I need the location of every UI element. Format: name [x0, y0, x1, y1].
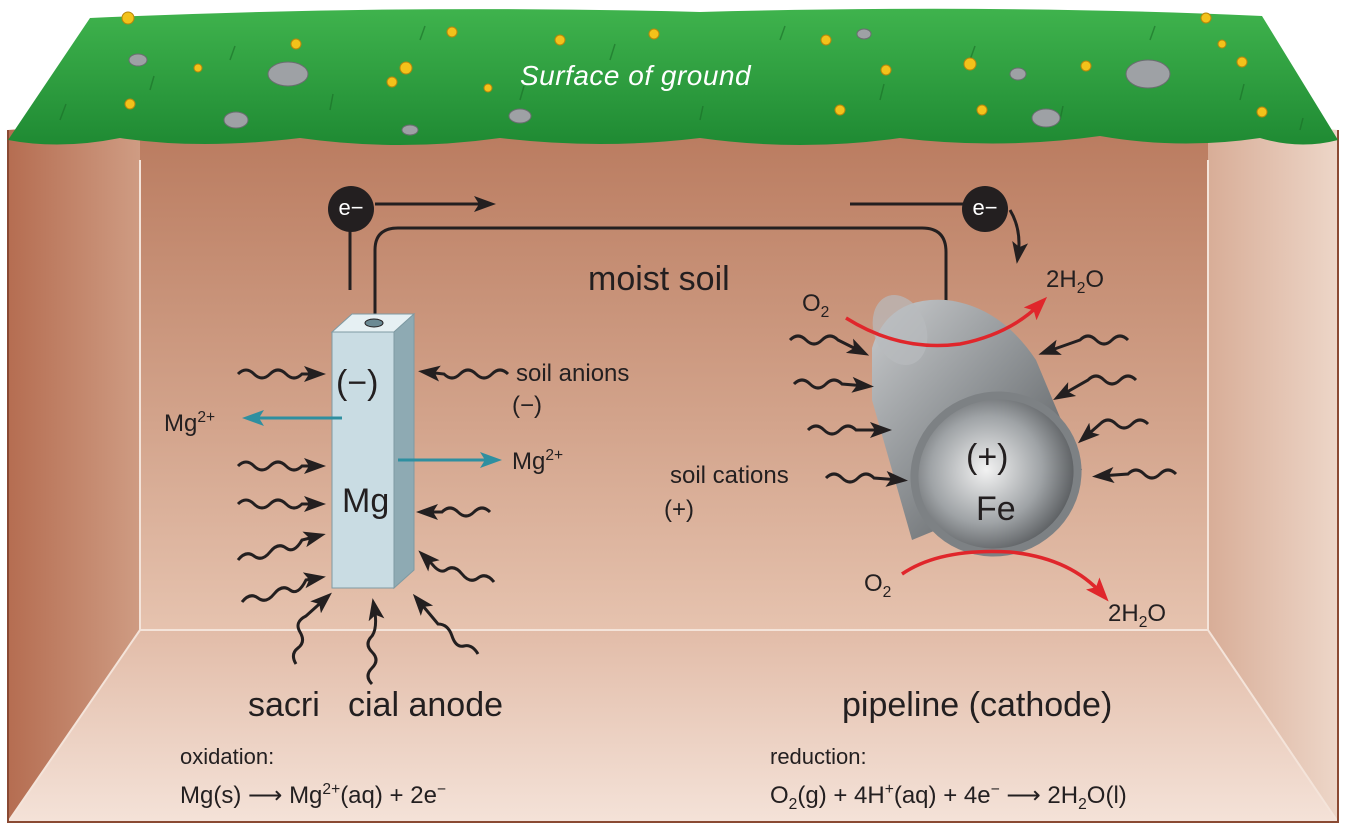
anode-metal-label: Mg — [342, 482, 390, 520]
iron-pipeline — [872, 295, 1082, 557]
electron-flow-arrow-down — [1008, 209, 1029, 264]
flowers — [121, 11, 1268, 118]
soil-outline — [7, 130, 1339, 823]
soil-cations-label: soil cations — [670, 462, 789, 489]
electron-badge-cathode: e− — [962, 186, 1008, 232]
cation-arrows-cathode — [788, 334, 1178, 487]
reduction-equation: O2(g) + 4H+(aq) + 4e− ⟶ 2H2O(l) — [770, 781, 1127, 813]
electron-badge-anode: e− — [328, 186, 374, 232]
rocks — [128, 28, 1171, 136]
reduction-arrow-bottom — [901, 549, 1109, 602]
oxidation-equation: Mg(s) ⟶ Mg2+(aq) + 2e− — [180, 781, 447, 809]
soil-cations-charge-label: (+) — [664, 496, 694, 523]
sacrificial-anode-label-part2: cial anode — [348, 686, 504, 724]
reduction-arrow-top — [845, 296, 1048, 348]
floor-edge-left — [7, 629, 141, 823]
anode-charge-label: (−) — [336, 364, 379, 402]
soil-right-wall — [1208, 120, 1338, 822]
sacrificial-anode-label-part1: sacri — [248, 686, 320, 724]
connecting-wire — [373, 226, 948, 336]
soil-anions-label: soil anions — [516, 360, 630, 387]
surface-of-ground-label: Surface of ground — [520, 60, 752, 91]
grass-texture — [59, 25, 1304, 131]
magnesium-anode-block — [330, 312, 416, 590]
floor-edge-right — [1207, 629, 1339, 823]
mg-ion-left-label: Mg2+ — [164, 409, 216, 437]
water-top-label: 2H2O — [1046, 266, 1105, 297]
oxidation-heading: oxidation: — [180, 744, 275, 769]
grass-surface — [8, 8, 1338, 145]
oxygen-bottom-label: O2 — [864, 570, 892, 601]
soil-floor — [8, 630, 1338, 822]
cathode-charge-label: (+) — [966, 438, 1009, 476]
oxygen-top-label: O2 — [802, 290, 830, 321]
soil-left-wall — [8, 120, 140, 822]
mg-ion-right-label: Mg2+ — [512, 447, 564, 475]
water-bottom-label: 2H2O — [1108, 600, 1167, 631]
soil-anions-charge-label: (−) — [512, 392, 542, 419]
moist-soil-label: moist soil — [588, 260, 730, 298]
soil-edges — [139, 160, 1209, 631]
anion-arrows-anode — [236, 365, 510, 686]
cathode-metal-label: Fe — [976, 490, 1016, 528]
pipeline-cathode-label: pipeline (cathode) — [842, 686, 1113, 724]
reduction-heading: reduction: — [770, 744, 867, 769]
